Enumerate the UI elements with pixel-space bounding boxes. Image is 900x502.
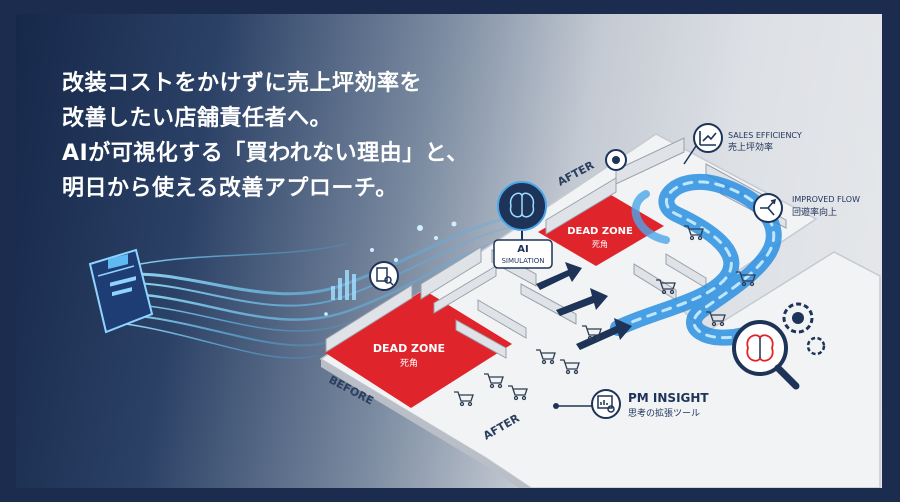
- dead-zone-before-jp: 死角: [400, 357, 418, 369]
- chart-up-icon: [699, 131, 717, 146]
- improved-flow-path: [610, 173, 782, 346]
- headline-line-3: AIが可視化する「買われない理由」と、: [62, 141, 469, 166]
- headline: 改装コストをかけずに売上坪効率を 改善したい店舗責任者へ。 AIが可視化する「買…: [62, 66, 469, 206]
- ai-badge-sub: SIMULATION: [501, 257, 544, 265]
- data-particles: [324, 221, 457, 316]
- shopping-cart-icon: [454, 225, 756, 407]
- sales-efficiency-en: SALES EFFICIENCY: [728, 131, 802, 140]
- sales-efficiency-callout: SALES EFFICIENCY 売上坪効率: [683, 123, 802, 165]
- document-search-icon: [369, 261, 399, 291]
- dead-zone-top-jp: 死角: [592, 239, 608, 249]
- brain-gear-magnifier-icon: [732, 302, 826, 390]
- map-pin-icon: [605, 149, 627, 171]
- flow-split-icon: [760, 198, 777, 216]
- dead-zone-top-title: DEAD ZONE: [567, 226, 633, 237]
- headline-line-1: 改装コストをかけずに売上坪効率を: [62, 71, 423, 96]
- dead-zone-before-title: DEAD ZONE: [373, 342, 445, 355]
- monitor-dashboard-icon: [88, 248, 154, 334]
- pm-insight-jp: 思考の拡張ツール: [628, 407, 700, 419]
- ai-badge-title: AI: [517, 244, 528, 255]
- headline-line-2: 改善したい店舗責任者へ。: [62, 106, 333, 131]
- pm-insight-callout: PM INSIGHT 思考の拡張ツール: [553, 389, 709, 419]
- dead-zone-before: DEAD ZONE 死角: [324, 290, 512, 408]
- headline-line-4: 明日から使える改善アプローチ。: [62, 176, 398, 201]
- improved-flow-jp: 回遊率向上: [792, 206, 837, 218]
- sales-efficiency-jp: 売上坪効率: [728, 141, 773, 153]
- store-illustration: DEAD ZONE 死角 DEAD ZONE 死角: [88, 123, 881, 488]
- data-bars: [331, 270, 356, 300]
- improved-flow-en: IMPROVED FLOW: [792, 195, 860, 204]
- improved-flow-callout: IMPROVED FLOW 回遊率向上: [753, 193, 860, 223]
- pm-insight-en: PM INSIGHT: [628, 391, 709, 405]
- hero-panel: 改装コストをかけずに売上坪効率を 改善したい店舗責任者へ。 AIが可視化する「買…: [16, 14, 882, 488]
- flow-arrows: [536, 262, 632, 350]
- ai-simulation-badge: AI SIMULATION: [493, 181, 553, 269]
- ai-brain-icon: [509, 192, 535, 218]
- analytics-search-icon: [597, 395, 615, 413]
